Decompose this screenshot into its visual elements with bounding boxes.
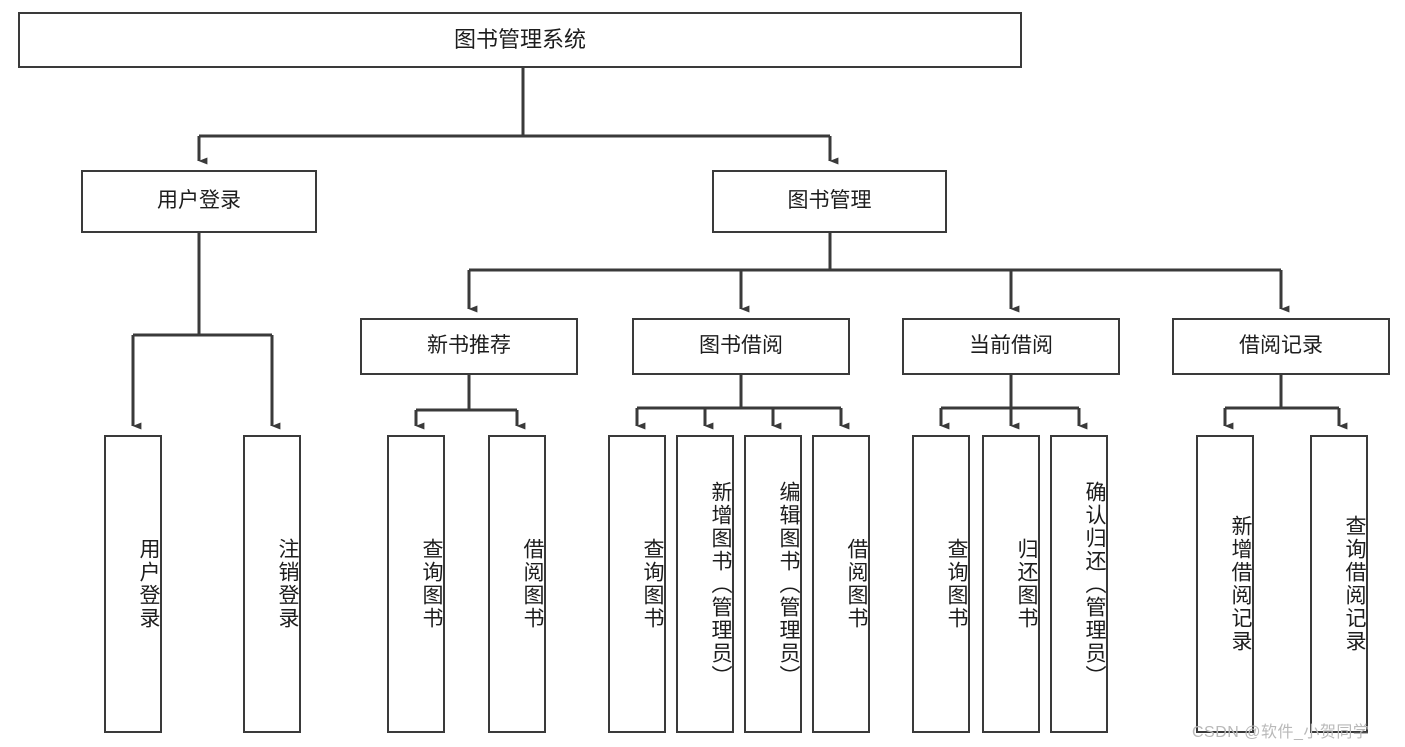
node-current-borrow[interactable]: 当前借阅 <box>902 318 1120 375</box>
node-label: 查询借阅记录 <box>1343 515 1366 653</box>
csdn-watermark: CSDN @软件_小贺同学 <box>1192 718 1369 742</box>
leaf-return-book[interactable]: 归还图书 <box>982 435 1040 733</box>
node-label: 用户登录 <box>157 189 241 213</box>
node-label: 新增图书（管理员） <box>709 480 732 688</box>
node-label: 查询图书 <box>420 538 443 630</box>
leaf-query-book-current[interactable]: 查询图书 <box>912 435 970 733</box>
node-label: 用户登录 <box>137 538 160 630</box>
leaf-borrow-book[interactable]: 借阅图书 <box>812 435 870 733</box>
leaf-confirm-return-admin[interactable]: 确认归还（管理员） <box>1050 435 1108 733</box>
node-book-management-system[interactable]: 图书管理系统 <box>18 12 1022 68</box>
node-label: 图书管理系统 <box>453 27 586 53</box>
leaf-logout[interactable]: 注销登录 <box>243 435 301 733</box>
node-label: 确认归还（管理员） <box>1083 480 1106 688</box>
node-label: 图书借阅 <box>699 334 783 358</box>
node-label: 查询图书 <box>641 538 664 630</box>
node-label: 查询图书 <box>945 538 968 630</box>
watermark-text: CSDN @软件_小贺同学 <box>1192 724 1370 741</box>
leaf-borrow-book-recommend[interactable]: 借阅图书 <box>488 435 546 733</box>
node-label: 当前借阅 <box>969 334 1053 358</box>
node-book-management[interactable]: 图书管理 <box>712 170 947 233</box>
leaf-add-borrow-record[interactable]: 新增借阅记录 <box>1196 435 1254 733</box>
node-label: 图书管理 <box>787 189 872 213</box>
node-label: 借阅记录 <box>1239 334 1323 358</box>
node-label: 新增借阅记录 <box>1229 515 1252 653</box>
leaf-query-book-recommend[interactable]: 查询图书 <box>387 435 445 733</box>
leaf-query-book-borrow[interactable]: 查询图书 <box>608 435 666 733</box>
node-label: 借阅图书 <box>845 538 868 630</box>
leaf-edit-book-admin[interactable]: 编辑图书（管理员） <box>744 435 802 733</box>
leaf-query-borrow-record[interactable]: 查询借阅记录 <box>1310 435 1368 733</box>
node-borrow-record[interactable]: 借阅记录 <box>1172 318 1390 375</box>
node-label: 归还图书 <box>1015 538 1038 630</box>
node-book-borrow[interactable]: 图书借阅 <box>632 318 850 375</box>
node-label: 借阅图书 <box>521 538 544 630</box>
leaf-user-login[interactable]: 用户登录 <box>104 435 162 733</box>
node-label: 新书推荐 <box>427 334 511 358</box>
node-label: 编辑图书（管理员） <box>777 480 800 688</box>
node-label: 注销登录 <box>276 538 299 630</box>
node-user-login[interactable]: 用户登录 <box>81 170 317 233</box>
node-new-book-recommend[interactable]: 新书推荐 <box>360 318 578 375</box>
leaf-add-book-admin[interactable]: 新增图书（管理员） <box>676 435 734 733</box>
